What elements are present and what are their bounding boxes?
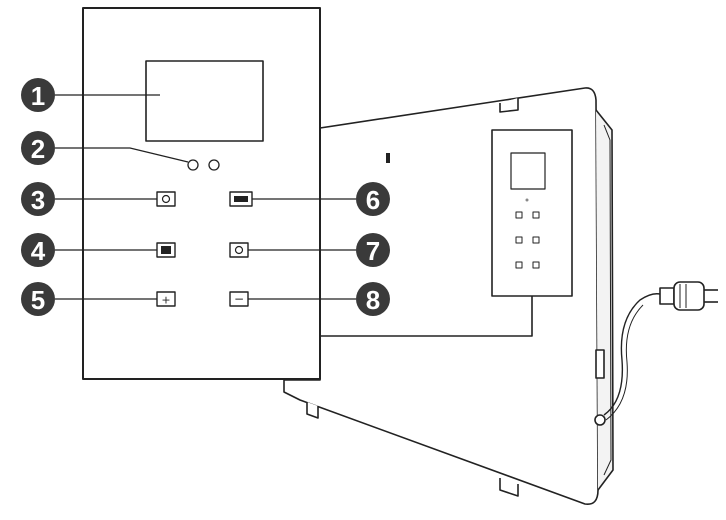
control-panel-enlarged: + − (82, 7, 321, 380)
power-plug (659, 281, 718, 311)
callouts: 1 2 3 4 5 6 7 8 (21, 78, 390, 316)
side-screw (594, 414, 606, 426)
button-left-3: + (156, 291, 176, 307)
callout-6: 6 (356, 182, 390, 216)
svg-text:2: 2 (31, 134, 45, 164)
callout-7: 7 (356, 233, 390, 267)
prog-icon (234, 196, 248, 202)
side-socket (595, 349, 605, 379)
square-icon (161, 246, 171, 254)
callout-5: 5 (21, 282, 55, 316)
svg-text:3: 3 (31, 185, 45, 215)
button-right-2 (229, 242, 249, 258)
svg-text:5: 5 (31, 285, 45, 315)
top-bracket (499, 98, 519, 113)
heater-side (595, 109, 614, 491)
bottom-bracket-right (499, 478, 519, 497)
svg-text:8: 8 (366, 285, 380, 315)
callout-1: 1 (21, 78, 55, 112)
mini-button (515, 261, 523, 269)
callout-4: 4 (21, 233, 55, 267)
mini-button (532, 261, 540, 269)
plus-icon: + (161, 294, 170, 307)
callout-8: 8 (356, 282, 390, 316)
button-left-2 (156, 242, 176, 258)
callout-leaders (55, 94, 356, 300)
leader-2 (55, 147, 189, 163)
svg-text:1: 1 (31, 81, 45, 111)
mini-button (515, 211, 523, 219)
display-window (145, 60, 264, 142)
power-cord-strand (605, 304, 644, 421)
svg-text:6: 6 (366, 185, 380, 215)
button-right-3: − (229, 291, 249, 307)
button-left-1 (156, 191, 176, 207)
svg-text:4: 4 (31, 236, 46, 266)
heater-unit (283, 87, 718, 506)
eco-icon (234, 245, 244, 255)
front-sensor (386, 153, 390, 163)
callout-3: 3 (21, 182, 55, 216)
indicator-light-right (208, 159, 220, 171)
zoom-leader (320, 296, 533, 337)
minus-icon: − (234, 292, 244, 306)
heater-side-inner (603, 124, 612, 476)
button-right-1 (229, 191, 253, 207)
indicator-light-left (187, 159, 199, 171)
bottom-bracket-left (306, 402, 319, 419)
mini-display (510, 152, 546, 190)
clock-icon (161, 194, 171, 204)
callout-2: 2 (21, 131, 55, 165)
mini-button (532, 236, 540, 244)
mini-button (532, 211, 540, 219)
power-cord (603, 293, 666, 416)
mini-button (515, 236, 523, 244)
svg-text:7: 7 (366, 236, 380, 266)
mini-led (525, 198, 529, 202)
